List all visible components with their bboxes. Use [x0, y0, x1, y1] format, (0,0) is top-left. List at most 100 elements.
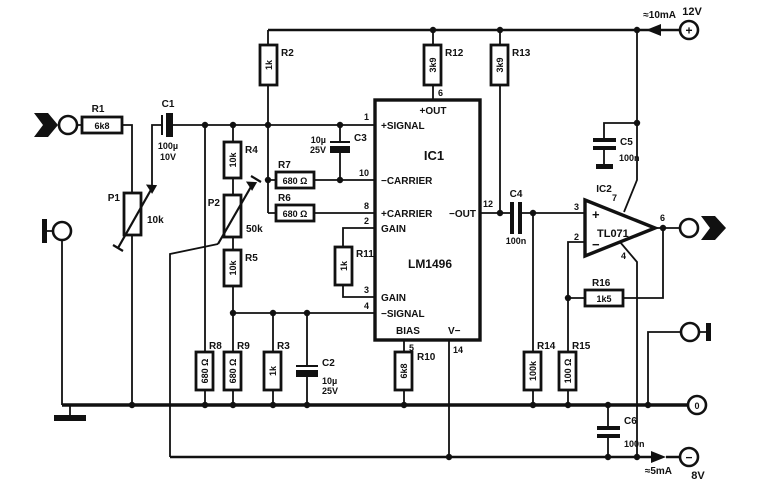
r10-value: 6k8	[399, 363, 409, 378]
zero-label: 0	[694, 401, 699, 411]
r13-value: 3k9	[495, 57, 505, 72]
zero-volt-terminal: 0	[686, 394, 708, 416]
resistor-r11: R11 1k	[333, 245, 374, 287]
r13-ref: R13	[512, 48, 531, 59]
r4-value: 10k	[228, 152, 238, 168]
ic2-ref: IC2	[596, 184, 612, 195]
left-ground-terminal	[42, 219, 73, 243]
r3-value: 1k	[268, 365, 278, 376]
ic1-ref: IC1	[424, 148, 444, 163]
positive-terminal-circle	[678, 19, 700, 41]
ic1-pin5-num: 5	[409, 343, 414, 353]
r8-value: 680 Ω	[200, 359, 210, 384]
c2-ref: C2	[322, 358, 335, 369]
ic1-pin3-label: GAIN	[381, 293, 406, 304]
signal-output-arrow-icon	[701, 216, 726, 240]
c6-value: 100n	[624, 439, 645, 449]
ic1-pin2-num: 2	[364, 216, 369, 226]
resistor-r1: R1 6k8	[80, 104, 124, 135]
r1-value: 6k8	[94, 121, 109, 131]
resistor-r8: R8 680 Ω	[194, 341, 222, 392]
resistor-r6: R6 680 Ω	[274, 193, 316, 223]
capacitor-c5: C5 100n	[593, 137, 640, 169]
wiper-arrow-icon	[145, 184, 158, 194]
c3-rating: 25V	[310, 145, 326, 155]
resistor-r4: R4 10k	[222, 140, 258, 180]
r9-value: 680 Ω	[228, 359, 238, 384]
r8-ref: R8	[209, 341, 222, 352]
right-ground-terminal	[679, 321, 711, 343]
ic2-part: TL071	[597, 228, 629, 240]
resistor-r15: R15 100 Ω	[557, 341, 591, 392]
r10-ref: R10	[417, 352, 436, 363]
r2-value: 1k	[264, 59, 274, 70]
output-terminal	[678, 216, 726, 240]
ic1-pin6-num: 6	[438, 88, 443, 98]
ic1-pin10-num: 10	[359, 168, 369, 178]
r1-ref: R1	[92, 104, 105, 115]
capacitor-c4: C4 100n	[506, 189, 527, 246]
ic1-pin8-num: 8	[364, 201, 369, 211]
ic1-pin5-label: BIAS	[396, 326, 420, 337]
r16-ref: R16	[592, 278, 611, 289]
wires	[47, 30, 706, 457]
ic1-pin3-num: 3	[364, 285, 369, 295]
r6-value: 680 Ω	[283, 209, 308, 219]
junction-dots	[128, 26, 667, 461]
ic1-pin4-num: 4	[364, 301, 369, 311]
ground-icon	[596, 164, 613, 169]
r4-ref: R4	[245, 145, 258, 156]
p1-value: 10k	[147, 215, 164, 226]
resistor-r10: R10 6k8	[393, 350, 436, 392]
r5-ref: R5	[245, 253, 258, 264]
r16-value: 1k5	[596, 294, 611, 304]
resistor-r12: R12 3k9	[422, 43, 464, 87]
p1-ref: P1	[108, 193, 121, 204]
resistor-r3: R3 1k	[262, 341, 290, 392]
r15-ref: R15	[572, 341, 591, 352]
resistor-r9: R9 680 Ω	[222, 341, 250, 392]
c2-rating: 25V	[322, 386, 338, 396]
ground-terminal-circle	[51, 220, 73, 242]
ic1-pin14-label: V−	[448, 326, 461, 337]
c3-value: 10µ	[311, 135, 326, 145]
c4-value: 100n	[506, 236, 527, 246]
r14-value: 100k	[528, 360, 538, 381]
capacitor-c1: C1 100µ 10V	[158, 99, 178, 162]
output-terminal-circle	[678, 217, 700, 239]
zero-terminal-circle	[686, 394, 708, 416]
ground-icon	[54, 415, 86, 421]
ic2-pin6-num: 6	[660, 213, 665, 223]
ic1-lm1496: 1 +SIGNAL 10 −CARRIER 8 +CARRIER 2 GAIN …	[359, 88, 493, 355]
r9-ref: R9	[237, 341, 250, 352]
resistor-r16: R16 1k5	[583, 278, 625, 308]
ground-icon	[706, 323, 711, 341]
ic1-part: LM1496	[408, 257, 452, 271]
r11-ref: R11	[356, 249, 374, 260]
negative-terminal-circle	[678, 446, 700, 468]
current-arrow-icon	[651, 451, 666, 463]
ic1-pin12-label: −OUT	[449, 209, 476, 220]
r3-ref: R3	[277, 341, 290, 352]
ic1-pin12-num: 12	[483, 199, 493, 209]
c1-rating: 10V	[160, 152, 176, 162]
ic2-pin4-num: 4	[621, 251, 626, 261]
r6-ref: R6	[278, 193, 291, 204]
ic2-pin7-num: 7	[612, 193, 617, 203]
bottom-left-ground	[54, 415, 86, 421]
r15-value: 100 Ω	[563, 359, 573, 384]
c3-ref: C3	[354, 133, 367, 144]
r2-ref: R2	[281, 48, 294, 59]
capacitor-c6: C6 100n	[597, 416, 645, 449]
c2-value: 10µ	[322, 376, 337, 386]
c1-ref: C1	[162, 99, 175, 110]
plus-sign: +	[685, 24, 692, 38]
ground-terminal-circle	[679, 321, 701, 343]
resistor-r14: R14 100k	[522, 341, 556, 392]
input-terminal-circle	[57, 114, 79, 136]
r7-value: 680 Ω	[283, 176, 308, 186]
c5-value: 100n	[619, 153, 640, 163]
r14-ref: R14	[537, 341, 556, 352]
opamp-plus-input-sign: +	[592, 207, 600, 222]
